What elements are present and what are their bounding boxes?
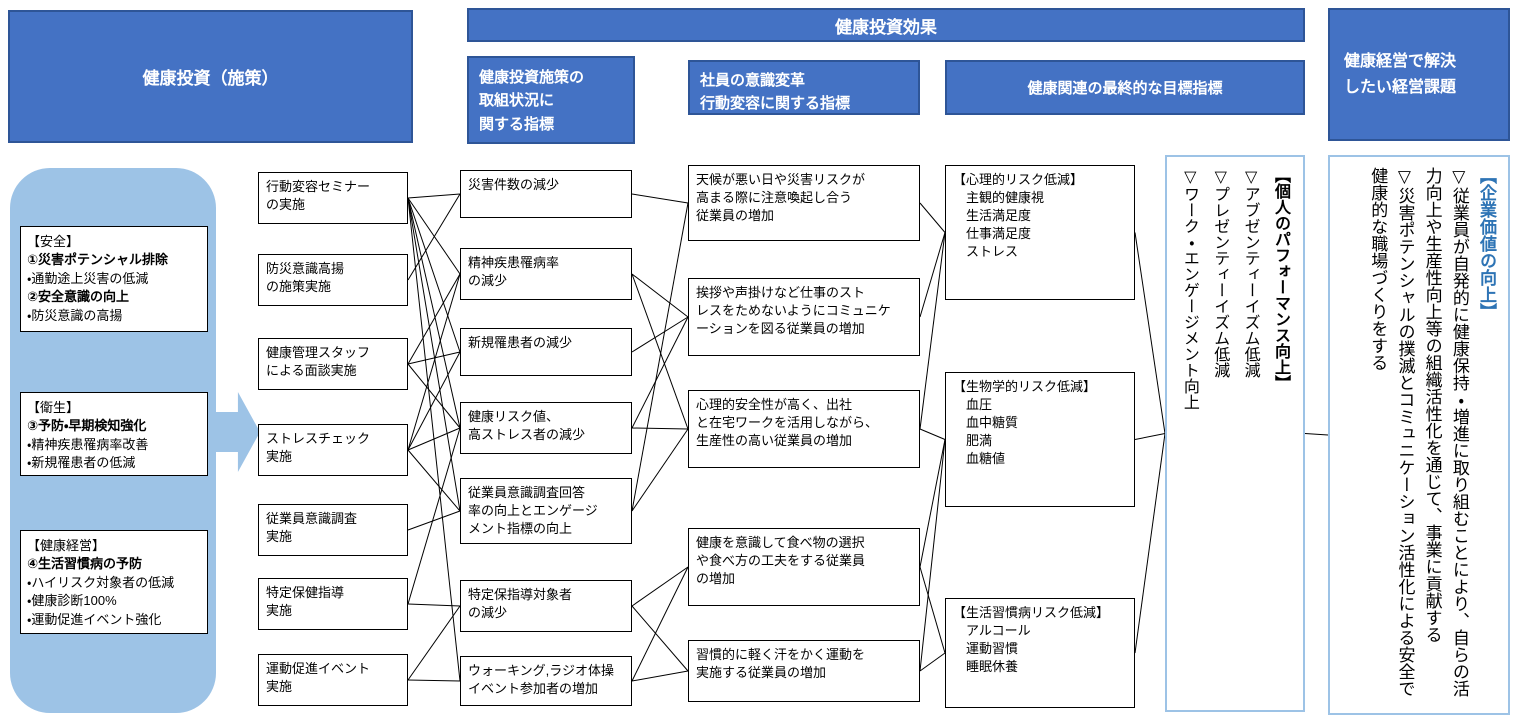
issue-item: ②安全意識の向上 [27, 289, 130, 305]
personal-performance-items: ▽アブゼンティーイズム低減 ▽プレゼンティーイズム低減 ▽ワーク・エンゲージメン… [1180, 167, 1259, 410]
target-box-biological-risk: 【生物学的リスク低減】 血圧 血中糖質 肥満 血糖値 [945, 372, 1135, 507]
issue-detail: ・ハイリスク対象者の低減 [27, 574, 175, 590]
issue-item: ④生活習慣病の予防 [27, 556, 143, 572]
header-management-issues: 健康経営で解決 したい経営課題 [1328, 8, 1510, 141]
corporate-value-items: ▽従業員が自発的に健康保持・増進に取り組むことにより、自らの活力向上や生産性向上… [1368, 167, 1469, 697]
issue-detail: ・新規罹患者の低減 [27, 455, 136, 471]
indicator-box-guidance-targets: 特定保指導対象者 の減少 [460, 580, 632, 632]
issue-box-health-management: 【健康経営】 ④生活習慣病の予防 ・ハイリスク対象者の低減 ・健康診断100% … [20, 530, 208, 634]
measure-box-disaster-awareness: 防災意識高揚 の施策実施 [258, 254, 408, 306]
measure-box-exercise-event: 運動促進イベント 実施 [258, 654, 408, 706]
behavior-box-psychological-safety: 心理的安全性が高く、出社 と在宅ワークを活用しながら、 生産性の高い従業員の増加 [688, 390, 920, 468]
header-final-target-indicators: 健康関連の最終的な目標指標 [945, 60, 1305, 115]
issue-detail: ・健康診断100% [27, 593, 117, 609]
measure-box-health-staff-interview: 健康管理スタッフ による面談実施 [258, 338, 408, 390]
personal-performance-title: 【個人のパフォーマンス向上】 [1272, 167, 1289, 391]
target-box-lifestyle-risk: 【生活習慣病リスク低減】 アルコール 運動習慣 睡眠休養 [945, 598, 1135, 708]
target-box-psychological-risk: 【心理的リスク低減】 主観的健康視 生活満足度 仕事満足度 ストレス [945, 165, 1135, 300]
issue-box-safety: 【安全】 ①災害ポテンシャル排除 ・通勤途上災害の低減 ②安全意識の向上 ・防災… [20, 226, 208, 332]
corporate-value-box: 【企業価値の向上】 ▽従業員が自発的に健康保持・増進に取り組むことにより、自らの… [1328, 155, 1510, 715]
header-implementation-indicators: 健康投資施策の 取組状況に 関する指標 [467, 56, 635, 144]
indicator-box-mental-illness-rate: 精神疾患罹病率 の減少 [460, 248, 632, 300]
issue-detail: ・防災意識の高揚 [27, 307, 123, 323]
personal-performance-box: 【個人のパフォーマンス向上】 ▽アブゼンティーイズム低減 ▽プレゼンティーイズム… [1165, 155, 1305, 712]
corporate-value-title: 【企業価値の向上】 [1477, 167, 1496, 320]
issue-box-hygiene: 【衛生】 ③予防・早期検知強化 ・精神疾患罹病率改善 ・新規罹患者の低減 [20, 392, 208, 476]
indicator-box-survey-response: 従業員意識調査回答 率の向上とエンゲージ メント指標の向上 [460, 478, 632, 544]
measure-box-stress-check: ストレスチェック 実施 [258, 424, 408, 476]
issue-category-label: 【健康経営】 [27, 538, 106, 553]
indicator-box-new-patients: 新規罹患者の減少 [460, 328, 632, 376]
issue-item: ①災害ポテンシャル排除 [27, 252, 169, 268]
behavior-box-exercise-habit: 習慣的に軽く汗をかく運動を 実施する従業員の増加 [688, 640, 920, 702]
behavior-box-disaster-alert: 天候が悪い日や災害リスクが 高まる際に注意喚起し合う 従業員の増加 [688, 165, 920, 241]
measure-box-behavior-seminar: 行動変容セミナー の実施 [258, 172, 408, 224]
flow-arrow-icon [214, 392, 260, 472]
issue-detail: ・運動促進イベント強化 [27, 611, 162, 627]
issue-category-label: 【衛生】 [27, 400, 80, 415]
behavior-box-food-choice: 健康を意識して食べ物の選択 や食べ方の工夫をする従業員 の増加 [688, 528, 920, 606]
indicator-box-disaster-count: 災害件数の減少 [460, 170, 632, 218]
header-behavior-indicators: 社員の意識変革 行動変容に関する指標 [688, 60, 920, 115]
measure-box-employee-survey: 従業員意識調査 実施 [258, 504, 408, 556]
issue-category-label: 【安全】 [27, 234, 80, 249]
measure-box-health-guidance: 特定保健指導 実施 [258, 578, 408, 630]
indicator-box-health-risk: 健康リスク値、 高ストレス者の減少 [460, 402, 632, 454]
issue-detail: ・精神疾患罹病率改善 [27, 436, 149, 452]
header-investment-effect: 健康投資効果 [467, 8, 1305, 42]
issue-detail: ・通勤途上災害の低減 [27, 270, 149, 286]
indicator-box-event-participants: ウォーキング,ラジオ体操 イベント参加者の増加 [460, 656, 632, 706]
behavior-box-communication: 挨拶や声掛けなど仕事のスト レスをためないようにコミュニケ ーションを図る従業員… [688, 278, 920, 356]
issue-item: ③予防・早期検知強化 [27, 418, 147, 434]
header-health-investment: 健康投資（施策） [8, 10, 413, 143]
